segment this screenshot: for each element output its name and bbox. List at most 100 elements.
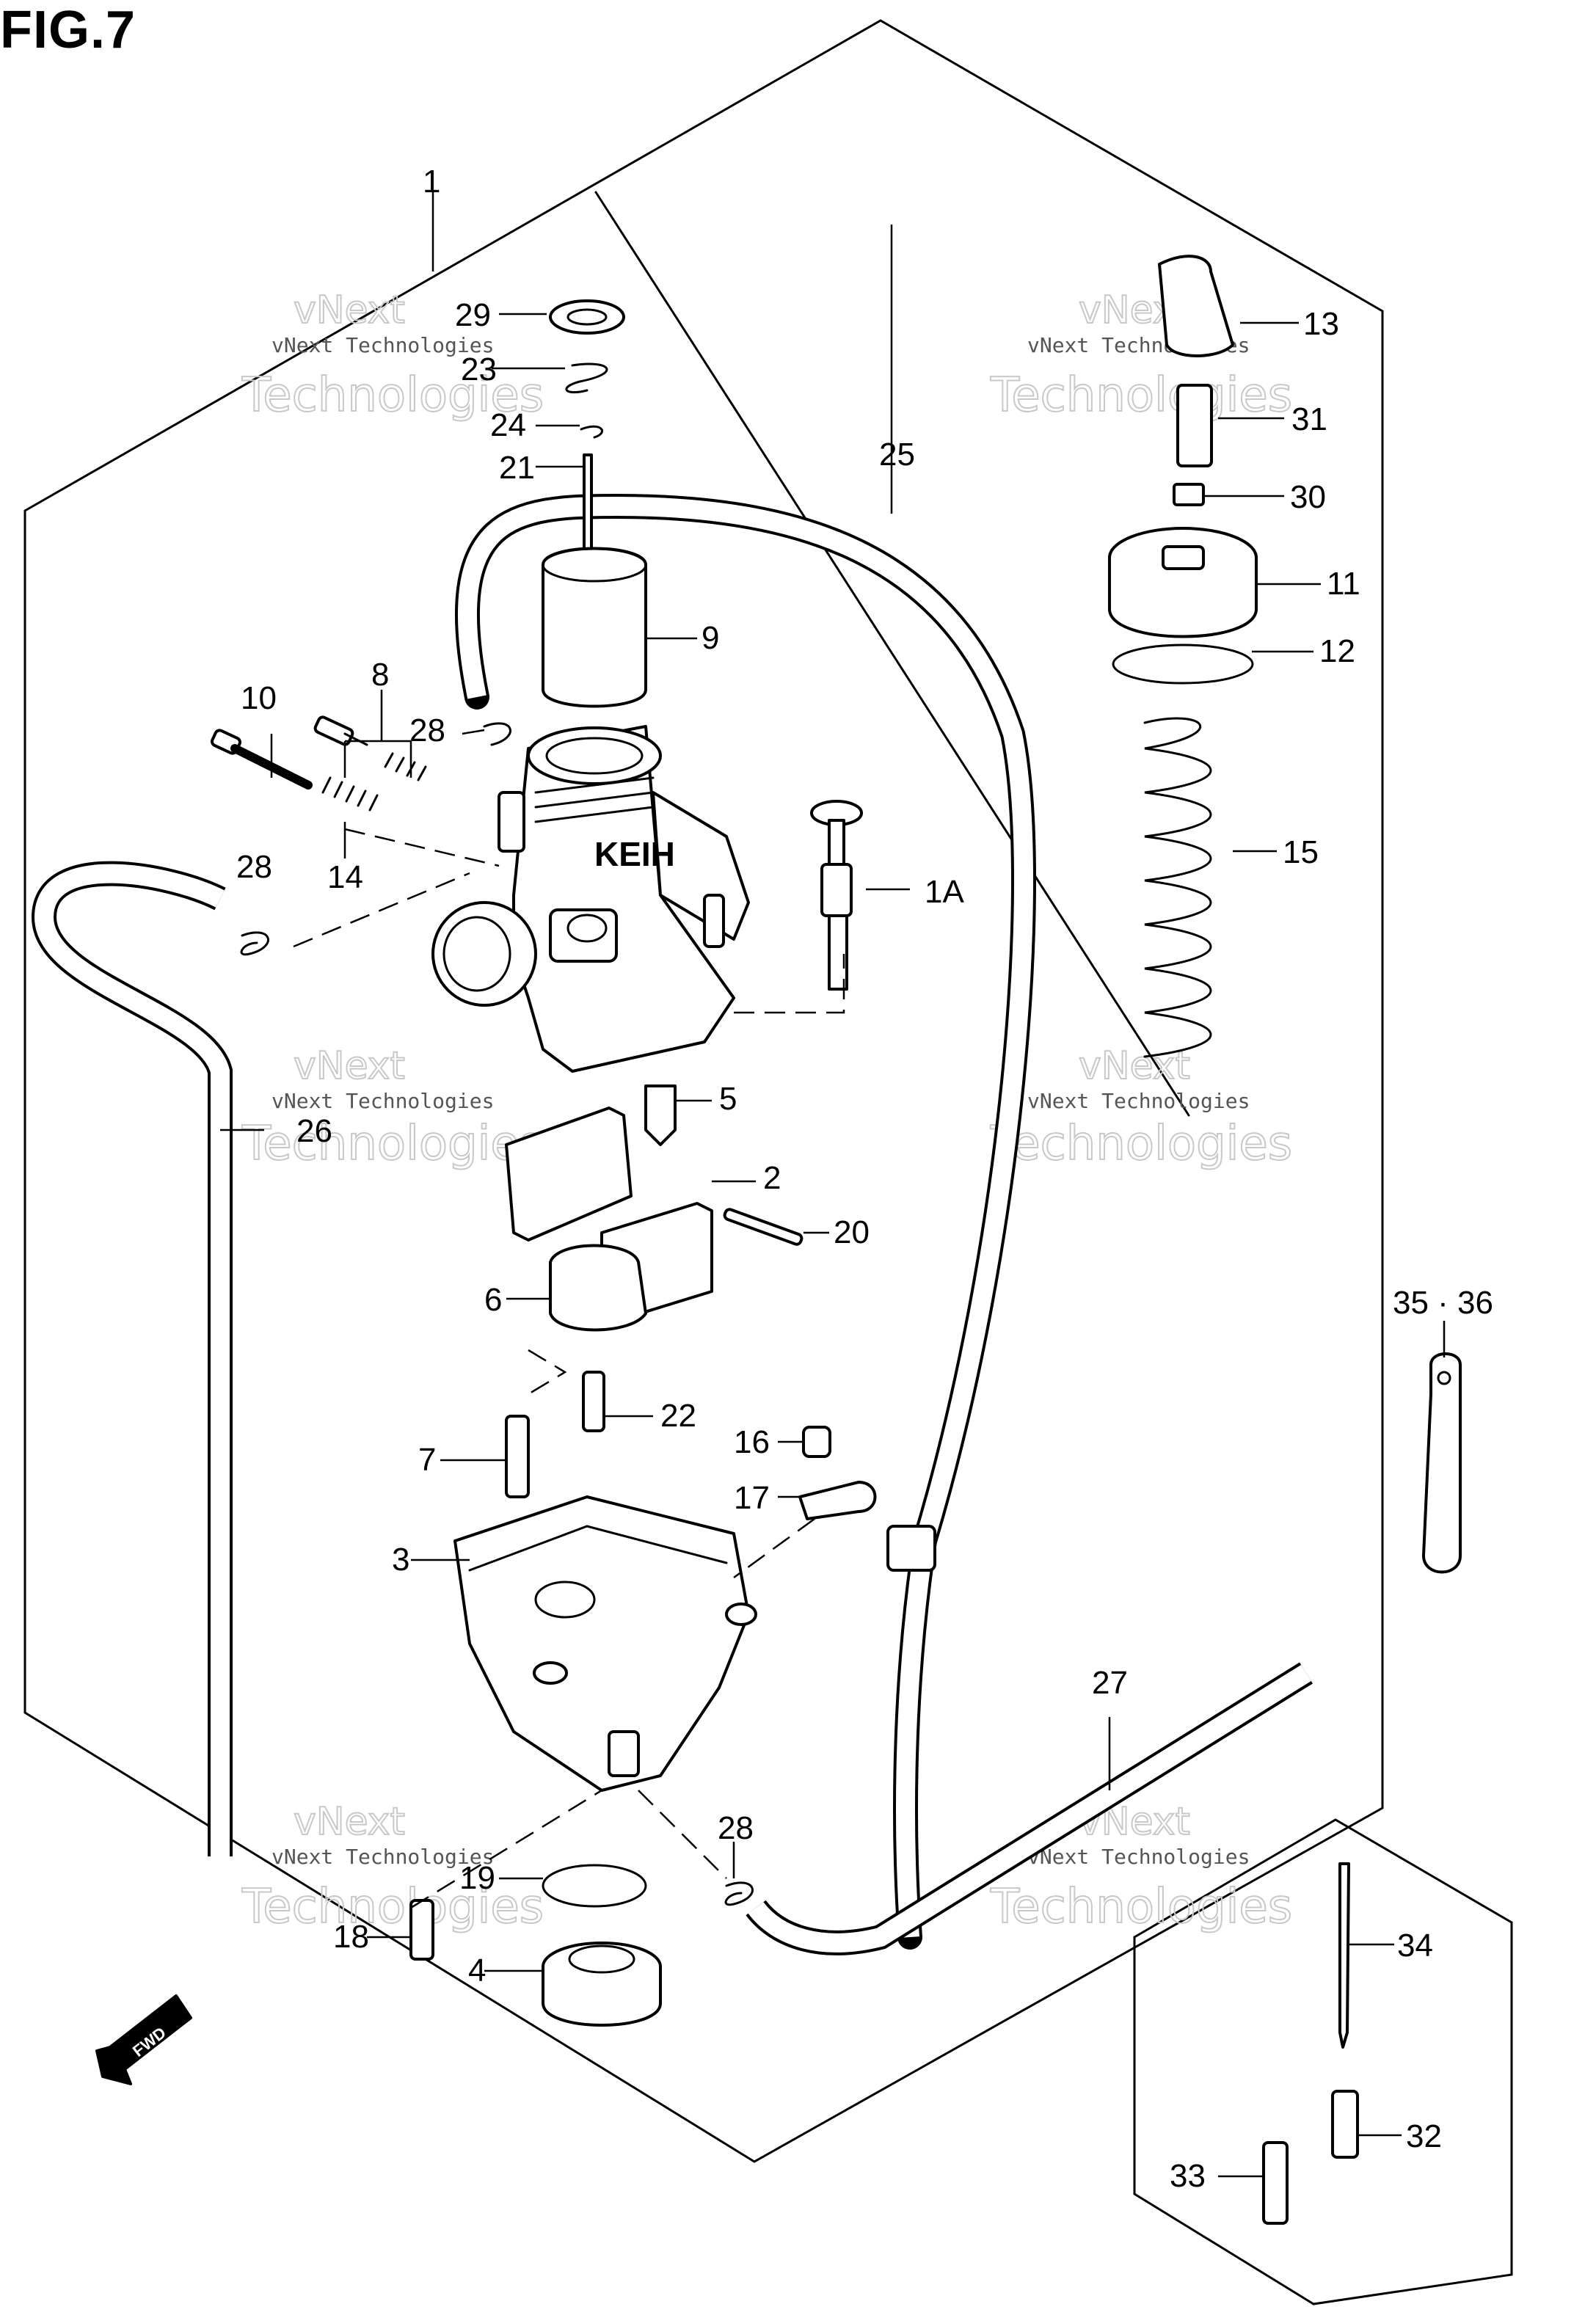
watermark-text-4: vNext Technologies <box>1027 1089 1250 1113</box>
part-16-screw <box>802 1426 831 1458</box>
callout-18: 18 <box>333 1919 369 1955</box>
svg-text:Technologies: Technologies <box>990 1117 1292 1171</box>
part-31-adjuster <box>1176 384 1213 467</box>
callout-21: 21 <box>499 450 535 486</box>
part-28-clip-a <box>240 931 269 956</box>
part-28-clip-c <box>724 1881 754 1906</box>
part-14-spring <box>321 776 379 812</box>
part-12-o-ring <box>1112 644 1254 685</box>
callout-23: 23 <box>461 351 497 387</box>
callout-1A: 1A <box>925 874 964 910</box>
callout-12: 12 <box>1319 633 1355 669</box>
leader-lines <box>220 192 1446 2178</box>
callout-1: 1 <box>423 164 440 200</box>
callout-22: 22 <box>660 1398 696 1434</box>
svg-text:Technologies: Technologies <box>990 1880 1292 1934</box>
callout-19: 19 <box>459 1860 495 1896</box>
callout-16: 16 <box>734 1424 770 1460</box>
watermark-text-5: vNext Technologies <box>272 1845 494 1869</box>
assembly-frame <box>23 19 1384 2163</box>
svg-text:vNext: vNext <box>1079 1044 1190 1088</box>
svg-text:Technologies: Technologies <box>241 368 544 423</box>
callout-9: 9 <box>702 620 719 656</box>
callout-28-c: 28 <box>718 1810 754 1846</box>
svg-text:Technologies: Technologies <box>241 1880 544 1934</box>
part-35-36-strap <box>1422 1352 1462 1574</box>
subkit-frame <box>1133 1818 1513 2305</box>
callout-25: 25 <box>879 437 915 473</box>
part-6-holder <box>549 1244 647 1332</box>
watermark-text-1: vNext Technologies <box>272 333 494 357</box>
part-19-o-ring <box>542 1864 647 1908</box>
part-20-float-pin <box>723 1208 804 1246</box>
callout-31: 31 <box>1291 401 1327 437</box>
part-17-bracket <box>798 1481 877 1520</box>
watermark-group: Technologies vNext vNext Technologies Te… <box>241 288 1293 1935</box>
svg-text:Technologies: Technologies <box>241 1117 544 1171</box>
part-13-boot <box>1158 255 1234 357</box>
callout-26: 26 <box>296 1113 332 1149</box>
part-33-main-jet <box>1262 2141 1289 2225</box>
part-24-clip <box>580 425 603 439</box>
callout-5: 5 <box>719 1081 737 1117</box>
part-30-nut <box>1173 483 1205 506</box>
part-29-seat <box>549 299 625 335</box>
callout-17: 17 <box>734 1480 770 1516</box>
callout-35-36: 35 · 36 <box>1393 1285 1493 1321</box>
callout-24: 24 <box>490 407 526 443</box>
callout-4: 4 <box>468 1953 486 1988</box>
part-1-carburetor-body: KEIH <box>431 725 750 1073</box>
watermark-text-6: vNext Technologies <box>1027 1845 1250 1869</box>
fwd-arrow-badge: FWD <box>95 1994 192 2085</box>
callout-10: 10 <box>241 680 277 716</box>
callout-29: 29 <box>455 297 491 333</box>
leader-long-diagonal <box>594 191 1190 1117</box>
part-1A-starter <box>810 800 863 991</box>
callout-2: 2 <box>763 1160 781 1196</box>
assembly-guides <box>293 828 845 1909</box>
callout-28-a: 28 <box>236 849 272 885</box>
hose-sleeve <box>886 1525 936 1572</box>
svg-text:Technologies: Technologies <box>990 368 1292 423</box>
part-28-clip-b <box>483 722 511 746</box>
callout-3: 3 <box>392 1542 409 1578</box>
callout-33: 33 <box>1170 2158 1206 2194</box>
part-3-float-bowl <box>453 1495 757 1792</box>
hose-26 <box>31 861 233 1856</box>
part-22-pilot-jet <box>582 1371 605 1432</box>
part-15-spring <box>1143 717 1212 1058</box>
part-10-screw <box>211 729 313 790</box>
callout-6: 6 <box>484 1282 502 1318</box>
part-11-top-cap <box>1108 527 1258 638</box>
callout-30: 30 <box>1290 479 1326 515</box>
watermark-text-3: vNext Technologies <box>272 1089 494 1113</box>
callout-14: 14 <box>327 859 363 895</box>
part-2-floats <box>505 1107 713 1322</box>
part-7-main-jet <box>505 1415 530 1498</box>
part-8-pilot-screw <box>313 715 427 781</box>
part-34-jet-needle <box>1338 1862 1350 2049</box>
part-32-pilot-jet <box>1331 2090 1359 2159</box>
part-4-plug <box>542 1942 662 2027</box>
callout-8: 8 <box>371 657 389 693</box>
callout-28-b: 28 <box>409 712 445 748</box>
callout-7: 7 <box>418 1442 436 1478</box>
svg-text:vNext: vNext <box>294 288 405 332</box>
part-5-needle-valve <box>644 1084 677 1146</box>
svg-text:vNext: vNext <box>294 1800 405 1844</box>
callout-20: 20 <box>834 1214 870 1250</box>
callout-15: 15 <box>1283 834 1319 870</box>
callout-11: 11 <box>1327 566 1360 602</box>
callout-32: 32 <box>1406 2118 1442 2154</box>
figure-title: FIG.7 <box>0 1 136 59</box>
svg-text:vNext: vNext <box>294 1044 405 1088</box>
callout-34: 34 <box>1397 1928 1433 1964</box>
callout-13: 13 <box>1303 306 1339 342</box>
part-18-drain-bolt <box>409 1899 434 1961</box>
callout-27: 27 <box>1092 1665 1128 1701</box>
carb-brand-label: KEIH <box>594 835 675 873</box>
callout-labels: 1 1A 2 3 4 5 6 7 8 9 10 11 12 13 14 15 1… <box>236 164 1493 2194</box>
part-9-throttle-slide <box>542 547 647 708</box>
